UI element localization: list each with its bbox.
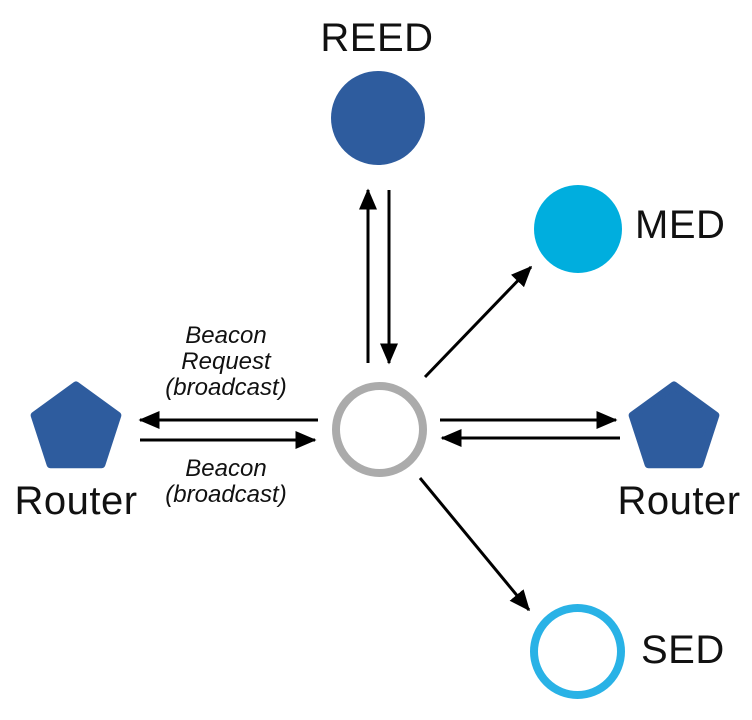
router-left-node-label: Router — [14, 479, 138, 523]
beacon-reply-edge-label: Beacon (broadcast) — [165, 455, 287, 508]
router-right-node-label: Router — [617, 479, 741, 523]
arrow-hub-to-med — [423, 265, 533, 379]
router-right-pentagon — [628, 381, 720, 469]
reed-node-circle — [331, 71, 425, 165]
med-node-label: MED — [635, 203, 726, 247]
reed-node-label: REED — [320, 16, 434, 60]
sed-node-circle — [530, 604, 625, 699]
beacon-request-edge-label: Beacon Request (broadcast) — [165, 322, 287, 401]
med-node-circle — [534, 185, 622, 273]
hub-node-circle — [332, 382, 427, 477]
router-left-pentagon — [30, 381, 122, 469]
sed-node-label: SED — [641, 628, 725, 672]
arrow-hub-to-sed — [418, 477, 531, 612]
